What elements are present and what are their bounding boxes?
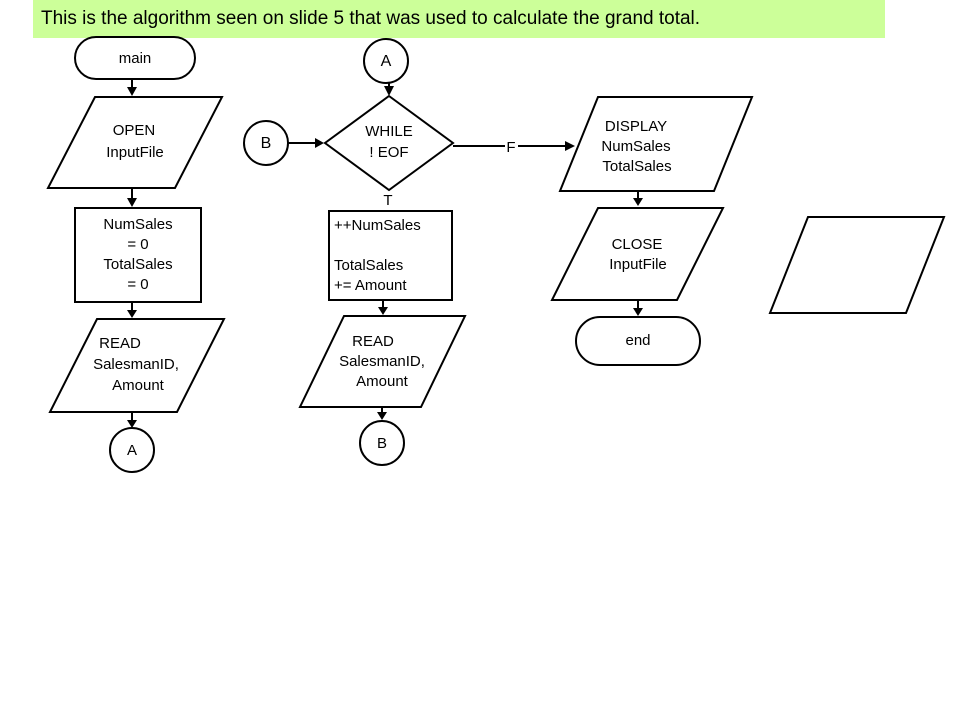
init-label-2: = 0: [127, 236, 148, 253]
increment-label-3: TotalSales: [334, 257, 403, 274]
start-terminal-label: main: [119, 50, 152, 67]
connector-a-out-label: A: [127, 442, 137, 459]
connector-a-in-label: A: [381, 53, 392, 70]
connector-b-in-label: B: [261, 135, 272, 152]
arrowhead: [633, 308, 643, 316]
open-file-parallelogram: [46, 96, 224, 189]
decision-label-2: ! EOF: [369, 144, 408, 161]
arrowhead: [127, 310, 137, 318]
display-label-3: TotalSales: [602, 158, 671, 175]
read-loop-label-3: Amount: [356, 373, 409, 390]
increment-label-1: ++NumSales: [334, 217, 421, 234]
arrowhead: [127, 198, 137, 207]
open-file-label-1: OPEN: [113, 122, 156, 139]
init-label-3: TotalSales: [103, 256, 172, 273]
arrowhead: [127, 420, 137, 428]
read-loop-label-2: SalesmanID,: [339, 353, 425, 370]
increment-label-4: += Amount: [334, 277, 407, 294]
arrowhead: [378, 307, 388, 315]
connector-a-out: [109, 427, 155, 473]
connector-b-out-label: B: [377, 435, 387, 452]
arrowhead: [384, 86, 394, 96]
init-label-4: = 0: [127, 276, 148, 293]
open-file-label-2: InputFile: [106, 144, 164, 161]
arrowhead: [377, 412, 387, 420]
close-label-2: InputFile: [609, 256, 667, 273]
display-label-2: NumSales: [601, 138, 670, 155]
arrowhead: [127, 87, 137, 96]
display-label-1: DISPLAY: [605, 118, 667, 135]
display-parallelogram: [558, 96, 754, 192]
true-branch-label: T: [383, 192, 392, 209]
read-label-3: Amount: [112, 377, 165, 394]
while-decision-diamond: [323, 94, 455, 192]
start-terminal: [74, 36, 196, 80]
false-branch-label: F: [506, 139, 515, 156]
empty-parallelogram: [768, 216, 946, 314]
init-label-1: NumSales: [103, 216, 172, 233]
read-parallelogram-loop: [298, 315, 467, 408]
slide-caption: This is the algorithm seen on slide 5 th…: [33, 0, 885, 38]
init-process-box: [74, 207, 202, 303]
close-file-parallelogram: [550, 207, 725, 301]
arrowhead: [633, 198, 643, 206]
arrowhead: [565, 141, 575, 151]
read-parallelogram: [48, 318, 226, 413]
arrowhead: [315, 138, 324, 148]
increment-process-box: [328, 210, 453, 301]
end-terminal-label: end: [625, 332, 650, 349]
close-label-1: CLOSE: [612, 236, 663, 253]
end-terminal: [575, 316, 701, 366]
connector-a-in: [363, 38, 409, 84]
read-label-1: READ: [99, 335, 141, 352]
connector-b-out: [359, 420, 405, 466]
decision-label-1: WHILE: [365, 123, 413, 140]
read-loop-label-1: READ: [352, 333, 394, 350]
read-label-2: SalesmanID,: [93, 356, 179, 373]
